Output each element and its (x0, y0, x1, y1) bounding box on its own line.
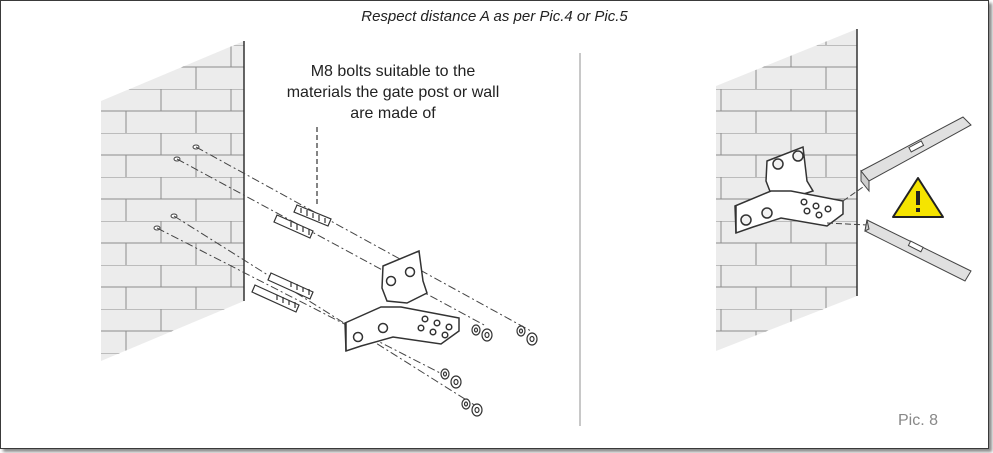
installed-bracket (734, 145, 844, 235)
mounting-bracket (344, 249, 460, 353)
warning-triangle-icon (892, 177, 944, 218)
left-wall (101, 41, 245, 361)
diagram-title: Respect distance A as per Pic.4 or Pic.5 (361, 8, 628, 25)
anchor-bolts (251, 204, 332, 313)
anchor-bolt-2 (273, 214, 314, 239)
picture-label: Pic. 8 (897, 412, 938, 429)
anchor-bolt-3 (267, 272, 314, 300)
bolts-note-line-1: M8 bolts suitable to the (310, 63, 476, 80)
bolts-note-line-2: materials the gate post or wall (286, 84, 500, 101)
washers-and-nuts (440, 324, 538, 417)
spirit-level-bottom (826, 219, 972, 282)
bolts-note: M8 bolts suitable to the materials the g… (263, 61, 523, 124)
anchor-bolt-1 (293, 204, 332, 227)
spirit-level-top (842, 116, 972, 202)
anchor-bolt-4 (251, 284, 300, 313)
alignment-lines (156, 146, 532, 407)
bolts-note-line-3: are made of (350, 105, 436, 122)
